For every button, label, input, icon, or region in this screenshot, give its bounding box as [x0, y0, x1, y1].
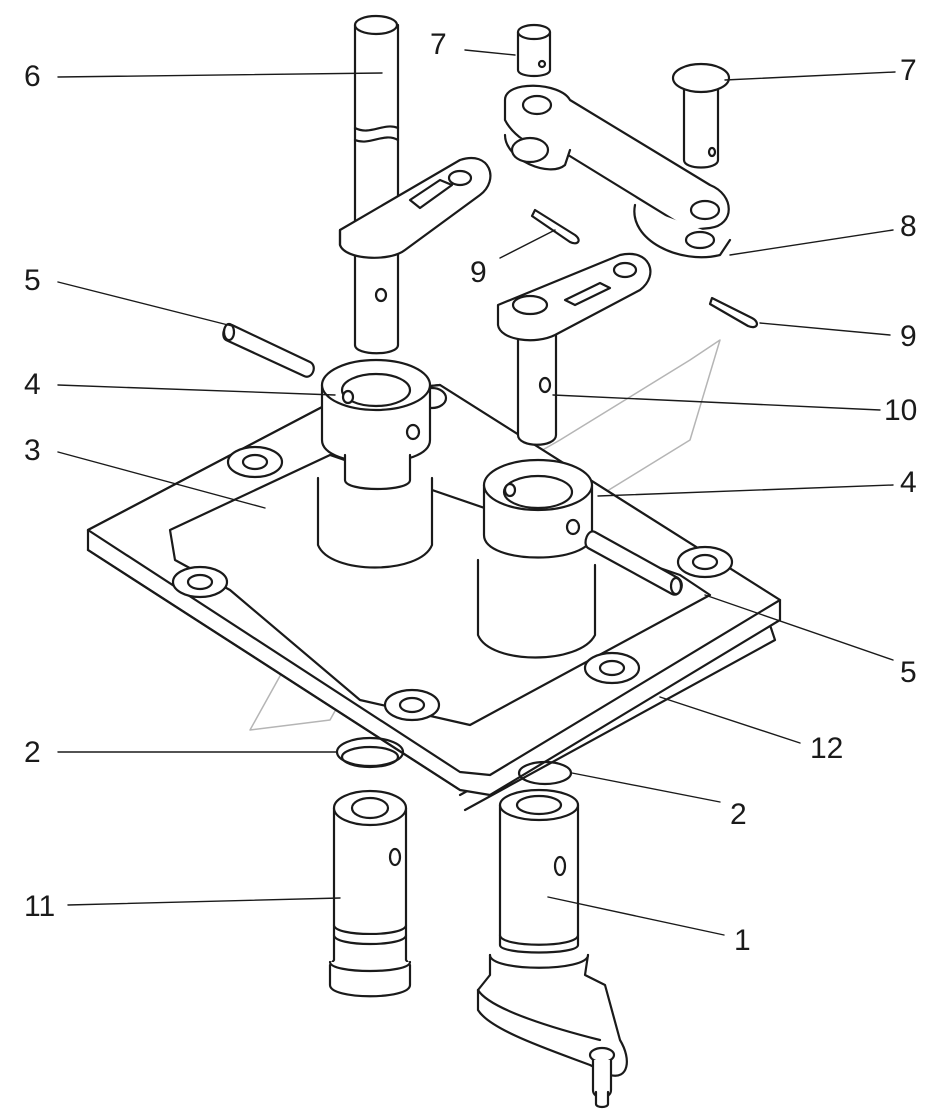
callout-4-lower: 4 — [900, 466, 917, 499]
callout-7-left: 7 — [430, 28, 447, 61]
callout-2-right: 2 — [730, 798, 747, 831]
part-4-collar-left — [320, 358, 432, 491]
callout-7-right: 7 — [900, 54, 917, 87]
part-2-ring-right — [517, 760, 573, 786]
callout-9-right: 9 — [900, 320, 917, 353]
part-3-cover-plate — [86, 383, 782, 797]
part-11-bushing — [328, 789, 412, 998]
callout-8: 8 — [900, 210, 917, 243]
callout-10: 10 — [884, 394, 918, 427]
callout-1: 1 — [734, 924, 751, 957]
part-9-cotter-pin-right — [708, 296, 758, 329]
part-10-lever-shaft — [496, 252, 652, 446]
callout-5-left: 5 — [24, 264, 41, 297]
callout-3: 3 — [24, 434, 41, 467]
part-8-link — [503, 84, 732, 259]
callout-12: 12 — [810, 732, 844, 765]
part-5-dowel-left — [222, 322, 315, 378]
leader-lines — [57, 49, 896, 936]
callout-5-right: 5 — [900, 656, 917, 689]
callout-4-upper: 4 — [24, 368, 41, 401]
callout-2-left: 2 — [24, 736, 41, 769]
part-7-pin-right — [671, 62, 731, 169]
callout-11: 11 — [24, 890, 56, 923]
part-4-collar-right — [482, 458, 594, 559]
part-1-shaft-arm — [476, 788, 628, 1109]
part-7-pin-left — [516, 23, 552, 78]
callout-9-left: 9 — [470, 256, 487, 289]
part-2-ring-left — [335, 736, 405, 769]
part-5-dowel-right — [584, 530, 683, 596]
callout-6: 6 — [24, 60, 41, 93]
part-9-cotter-pin-top — [530, 208, 580, 245]
part-6-shaft-lever — [338, 14, 492, 355]
